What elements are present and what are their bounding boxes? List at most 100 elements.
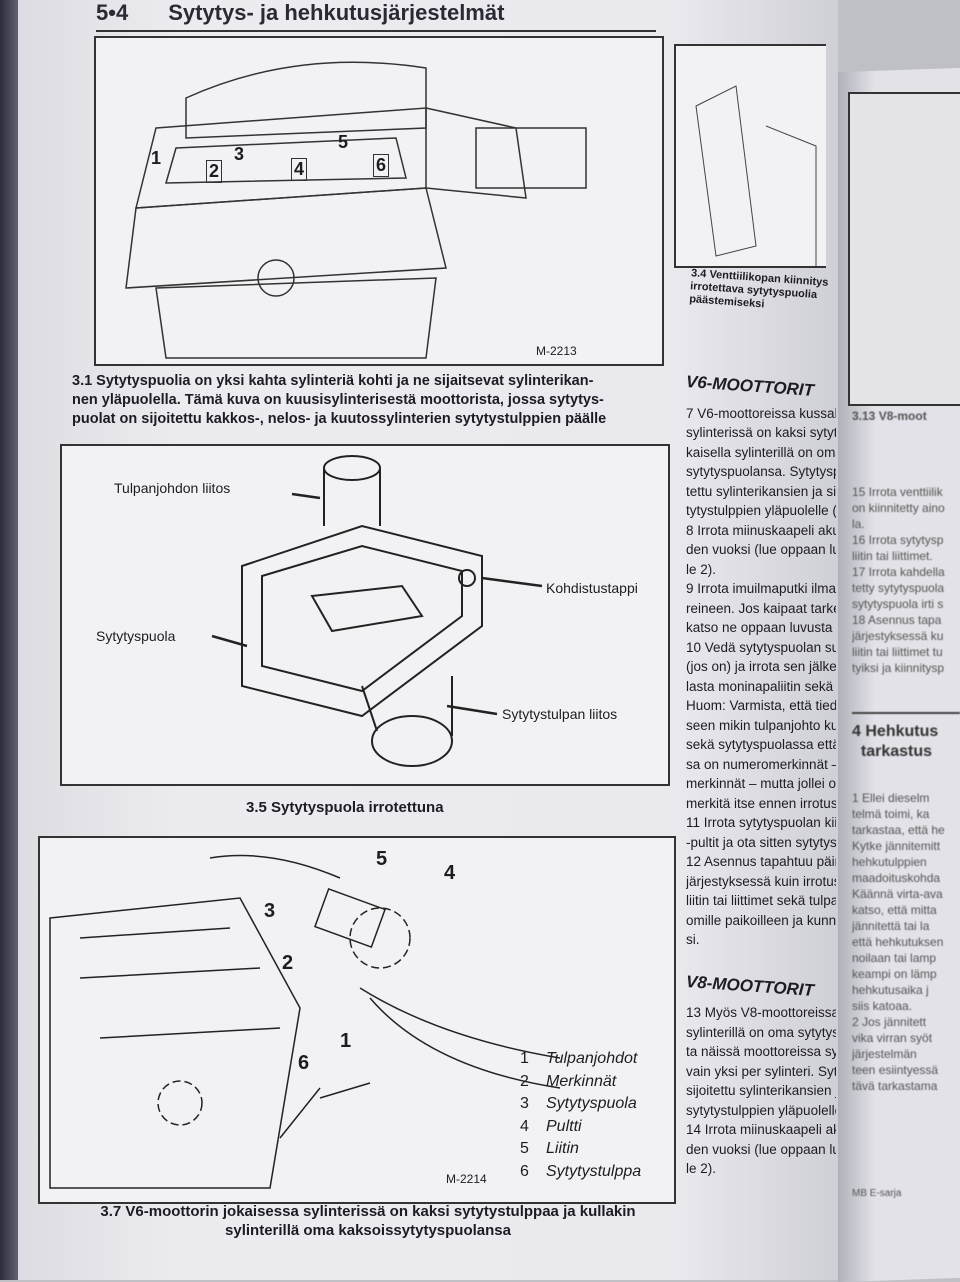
text-line: kaisella sylinterillä on oma — [686, 444, 836, 460]
text-line: 11 Irrota sytytyspuolan kiinnitys — [686, 815, 836, 830]
callout-2: 2 — [206, 160, 223, 183]
text-line: 7 V6-moottoreissa kussakin — [686, 405, 836, 421]
text-line: siis katoaa. — [852, 999, 913, 1013]
callout-6: 6 — [298, 1052, 310, 1074]
label-sytytyspuola: Sytytyspuola — [96, 628, 176, 644]
caption-line: puolat on sijoitettu kakkos-, nelos- ja … — [72, 411, 607, 427]
callout-2: 2 — [282, 952, 294, 974]
text-line: 17 Irrota kahdella — [852, 565, 945, 579]
text-line: liitin tai liittimet tu — [852, 645, 943, 659]
figure-3-4 — [674, 44, 826, 268]
right-section-heading: 4 Hehkutus tarkastus — [852, 712, 960, 762]
text-line: sytytyspuola irti s — [852, 597, 944, 611]
text-line: tävä tarkastama — [852, 1079, 938, 1093]
header-rule — [96, 30, 656, 32]
text-line: että hehkutuksen — [852, 935, 944, 949]
text-line: la. — [852, 517, 865, 531]
caption-line: sylinterillä oma kaksoissytytyspuolansa — [225, 1222, 511, 1239]
legend-text: Liitin — [546, 1140, 579, 1157]
text-line: -pultit ja ota sitten sytytyspuola — [686, 834, 836, 850]
text-line: den vuoksi (lue oppaan luvun — [686, 542, 836, 557]
legend-text: Sytytyspuola — [546, 1095, 637, 1112]
text-line: 14 Irrota miinuskaapeli akusta — [686, 1122, 836, 1137]
figure-code: M-2214 — [446, 1172, 487, 1186]
text-line: keampi on lämp — [852, 967, 937, 981]
legend-num: 2 — [520, 1072, 529, 1090]
text-line: sekä sytytyspuolassa että tulpanjohdois — [686, 737, 836, 752]
legend-text: Sytytystulppa — [546, 1162, 642, 1180]
text-line: 8 Irrota miinuskaapeli akusta — [686, 522, 836, 538]
text-line: den vuoksi (lue oppaan luvun — [686, 1141, 836, 1157]
engine-top-drawing — [125, 61, 587, 359]
valve-cover-drawing — [695, 85, 817, 266]
text-line: telmä toimi, ka — [852, 807, 930, 821]
text-line: sylinterillä on oma sytytyspuola — [686, 1024, 836, 1040]
text-line: hehkutulppien — [852, 855, 927, 869]
text-line: järjestyksessä ku — [852, 629, 944, 643]
text-column: V6-MOOTTORIT 7 V6-moottoreissa kussakin s… — [686, 372, 836, 1179]
text-line: tyiksi ja kiinnitysp — [852, 661, 945, 675]
text-line: Huom: Varmista, että tiedät, — [686, 698, 836, 713]
text-line: 2 Jos jännitett — [852, 1015, 927, 1029]
ignition-coil-drawing — [211, 455, 543, 767]
text-line: jännitettä tai la — [852, 919, 930, 933]
legend-text: Pultti — [546, 1117, 582, 1135]
callout-3: 3 — [264, 900, 276, 922]
text-line: 16 Irrota sytytysp — [852, 533, 944, 547]
text-line: 12 Asennus tapahtuu päinvastai — [686, 854, 836, 869]
heading-v8: V8-MOOTTORIT — [686, 971, 815, 1000]
label-tulpanjohdon-liitos: Tulpanjohdon liitos — [114, 480, 231, 496]
legend-text: Merkinnät — [546, 1072, 617, 1090]
legend-num: 3 — [520, 1095, 529, 1112]
text-line: (jos on) ja irrota sen jälkeen — [686, 659, 836, 674]
text-line: 10 Vedä sytytyspuolan suojakansi — [686, 639, 836, 655]
legend-text: Tulpanjohdot — [546, 1050, 638, 1067]
right-page-text: 15 Irrota venttiilik on kiinnitetty aino l… — [852, 484, 960, 676]
text-line: sijoitettu sylinterikansien ja — [686, 1083, 836, 1098]
section-title-line: Hehkutus — [865, 723, 939, 740]
callout-1: 1 — [151, 148, 162, 168]
text-line: lasta moninapaliitin sekä tulpanjohdot — [686, 678, 836, 694]
heading-v6: V6-MOOTTORIT — [686, 372, 815, 400]
figure-3-7: 5 4 3 2 1 6 M-2214 — [38, 836, 676, 1204]
text-line: tetty sytytyspuola — [852, 581, 945, 595]
label-kohdistustappi: Kohdistustappi — [546, 580, 638, 596]
legend-num: 4 — [520, 1117, 529, 1135]
callout-5: 5 — [376, 848, 388, 870]
legend-item: 4 Pultti — [520, 1116, 641, 1139]
caption-3-1: 3.1 Sytytyspuolia on yksi kahta sylinter… — [72, 372, 672, 429]
text-line: si. — [686, 932, 700, 947]
text-line: seen mikin tulpanjohto kuuluu. — [686, 717, 836, 733]
v6-coil-drawing — [49, 854, 561, 1189]
text-line: on kiinnitetty aino — [852, 501, 945, 515]
text-line: tytystulppien yläpuolelle (kuva — [686, 503, 836, 518]
text-line: sylinterissä on kaksi sytytystulppaa — [686, 425, 836, 440]
caption-line: 3.7 V6-moottorin jokaisessa sylinterissä… — [100, 1203, 636, 1220]
legend-item: 5 Liitin — [520, 1138, 641, 1161]
text-line: teen esiintyessä — [852, 1063, 939, 1077]
text-line: 18 Asennus tapa — [852, 613, 942, 627]
legend-item: 3 Sytytyspuola — [520, 1093, 641, 1116]
text-line: hehkutusaika j — [852, 983, 929, 997]
text-line: 15 Irrota venttiilik — [852, 485, 943, 499]
text-line: vika virran syöt — [852, 1031, 933, 1045]
figure-code: M-2213 — [536, 344, 577, 358]
caption-3-13: 3.13 V8-moot — [852, 409, 927, 423]
text-line: sytytyspuolansa. Sytytyspuolat — [686, 464, 836, 479]
text-line: maadoituskohda — [852, 871, 941, 885]
callout-6: 6 — [373, 154, 390, 177]
text-line: le 2). — [686, 1161, 717, 1176]
figure-3-13 — [848, 92, 960, 406]
text-line: tarkastaa, että he — [852, 823, 945, 837]
legend-num: 5 — [520, 1140, 529, 1157]
text-line: katso ne oppaan luvusta 4. — [686, 620, 836, 635]
text-line: tettu sylinterikansien ja sie — [686, 483, 836, 499]
caption-line: 3.1 Sytytyspuolia on yksi kahta sylinter… — [72, 373, 594, 389]
section-number: 4 — [852, 723, 861, 740]
